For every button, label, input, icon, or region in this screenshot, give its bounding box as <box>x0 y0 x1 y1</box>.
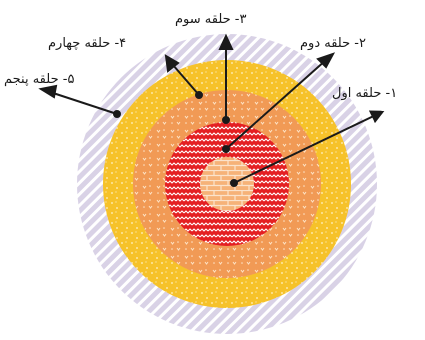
ring-5-label: ۵- حلقه پنجم <box>4 72 75 87</box>
ring-4-arrow <box>172 64 200 96</box>
ring-4-label: ۴- حلقه چهارم <box>48 36 127 51</box>
ring-1-arrow <box>233 110 385 184</box>
ring-1-label: ۱- حلقه اول <box>332 86 398 101</box>
ring-1 <box>200 157 254 211</box>
ring-2-arrow <box>225 59 327 150</box>
pointer-arrows <box>38 33 385 187</box>
ring-2-label: ۲- حلقه دوم <box>300 36 366 51</box>
ring-5-arrow <box>49 91 118 115</box>
ring-3-label: ۳- حلقه سوم <box>175 12 247 27</box>
